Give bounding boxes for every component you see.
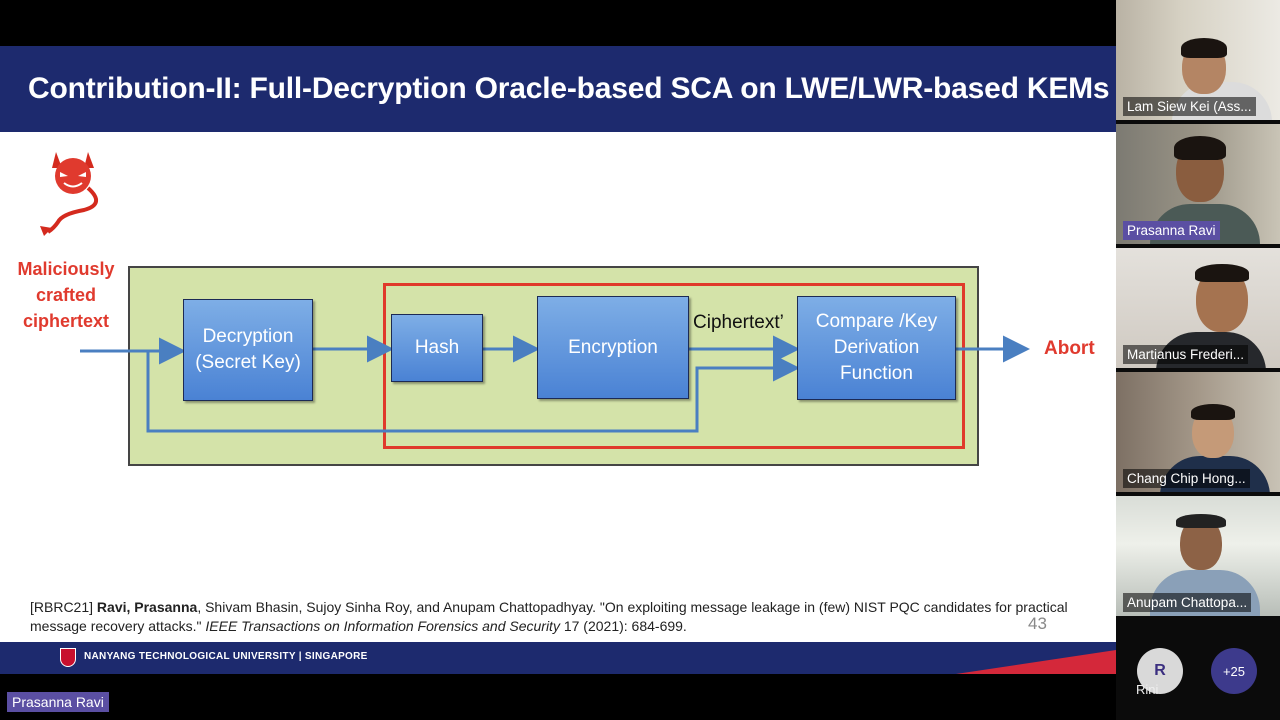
ntu-crest-icon [60, 648, 76, 667]
person-hair [1174, 136, 1226, 160]
participant-tile[interactable]: Martianus Frederi... [1116, 248, 1280, 368]
participant-tile[interactable]: Anupam Chattopa... [1116, 496, 1280, 616]
compare-line-3: Function [840, 363, 913, 384]
decryption-line-2: (Secret Key) [195, 352, 301, 373]
slide-footer: NANYANG TECHNOLOGICAL UNIVERSITY | SINGA… [0, 642, 1116, 674]
page-number: 43 [1028, 614, 1047, 633]
participant-tile[interactable]: Lam Siew Kei (Ass... [1116, 0, 1280, 120]
compare-line-1: Compare /Key [815, 311, 938, 332]
compare-line-2: Derivation [833, 337, 920, 358]
decryption-block: Decryption (Secret Key) [183, 299, 313, 401]
slide-title: Contribution-II: Full-Decryption Oracle-… [28, 72, 1110, 105]
person-hair [1181, 38, 1227, 58]
participant-name: Martianus Frederi... [1123, 345, 1249, 364]
ref-tag: [RBRC21] [30, 599, 94, 615]
participant-name: Prasanna Ravi [1123, 221, 1220, 240]
presenter-label: Prasanna Ravi [7, 692, 109, 712]
abort-label: Abort [1044, 338, 1095, 359]
footer-accent [956, 650, 1116, 674]
slide-header: Contribution-II: Full-Decryption Oracle-… [0, 46, 1116, 132]
malicious-ciphertext-label: Maliciously crafted ciphertext [6, 256, 126, 334]
reference-citation: [RBRC21] Ravi, Prasanna, Shivam Bhasin, … [30, 598, 1070, 636]
avatar-name: Rini [1136, 682, 1159, 697]
encryption-block: Encryption [537, 296, 689, 399]
encryption-label: Encryption [568, 336, 658, 358]
headset-icon [1176, 514, 1226, 528]
ref-authors: , Shivam Bhasin, Sujoy Sinha Roy, and An… [30, 599, 1068, 634]
compare-block: Compare /Key Derivation Function [797, 296, 956, 400]
footer-text: NANYANG TECHNOLOGICAL UNIVERSITY | SINGA… [84, 651, 368, 662]
ciphertext-prime-label: Ciphertext’ [693, 312, 784, 333]
participant-name: Lam Siew Kei (Ass... [1123, 97, 1256, 116]
decryption-line-1: Decryption [202, 326, 294, 347]
hash-label: Hash [414, 337, 460, 358]
malicious-line-1: Maliciously [17, 259, 115, 279]
malicious-line-2: crafted [35, 285, 97, 305]
participant-tile[interactable]: Chang Chip Hong... [1116, 372, 1280, 492]
ref-journal: IEEE Transactions on Information Forensi… [205, 618, 560, 634]
more-participants-button[interactable]: +25 [1211, 648, 1257, 694]
devil-icon [40, 152, 98, 236]
participant-tile-active[interactable]: Prasanna Ravi [1116, 124, 1280, 244]
person-hair [1195, 264, 1249, 282]
person-hair [1191, 404, 1235, 420]
shared-slide: Contribution-II: Full-Decryption Oracle-… [0, 46, 1116, 674]
avatar[interactable]: R [1137, 648, 1183, 694]
hash-block: Hash [391, 314, 483, 382]
ref-author-bold: Ravi, Prasanna [96, 599, 198, 615]
participant-name: Chang Chip Hong... [1123, 469, 1250, 488]
participant-name: Anupam Chattopa... [1123, 593, 1252, 612]
malicious-line-3: ciphertext [22, 311, 110, 331]
ref-tail: 17 (2021): 684-699. [563, 618, 687, 634]
